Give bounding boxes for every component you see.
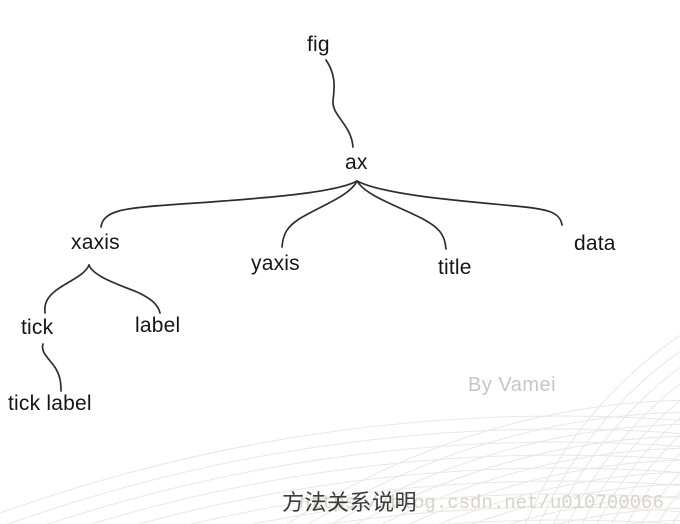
url-watermark: https://blog.csdn.net/u010700066: [299, 492, 664, 514]
caption-text: 方法关系说明: [282, 490, 418, 515]
author-watermark: By Vamei: [468, 374, 557, 396]
edge-xaxis-tick: [43, 264, 90, 314]
edge-ax-data: [356, 180, 563, 226]
ripple-arc: [252, 493, 680, 524]
ripple-arc: [8, 428, 680, 524]
edge-ax-xaxis: [100, 180, 358, 228]
edge-fig-ax: [325, 59, 354, 148]
ripple-arc: [329, 506, 680, 524]
ripple-arc: [137, 467, 680, 524]
ripple-arc: [91, 454, 680, 524]
node-tick-label: tick label: [8, 392, 92, 415]
ripple-arc: [46, 441, 680, 524]
node-label: label: [135, 314, 181, 337]
node-xaxis: xaxis: [71, 231, 120, 254]
node-title: title: [438, 256, 472, 279]
edge-tick-ticklabel: [41, 343, 62, 392]
ripple-arc: [442, 519, 678, 524]
node-tick: tick: [21, 316, 54, 339]
node-yaxis: yaxis: [251, 252, 300, 275]
edge-ax-title: [356, 180, 447, 250]
node-fig: fig: [307, 33, 330, 56]
ripple-arc: [191, 480, 680, 524]
node-data: data: [574, 232, 616, 255]
edge-ax-yaxis: [281, 180, 358, 248]
edge-xaxis-label: [88, 264, 161, 314]
node-ax: ax: [345, 151, 368, 174]
